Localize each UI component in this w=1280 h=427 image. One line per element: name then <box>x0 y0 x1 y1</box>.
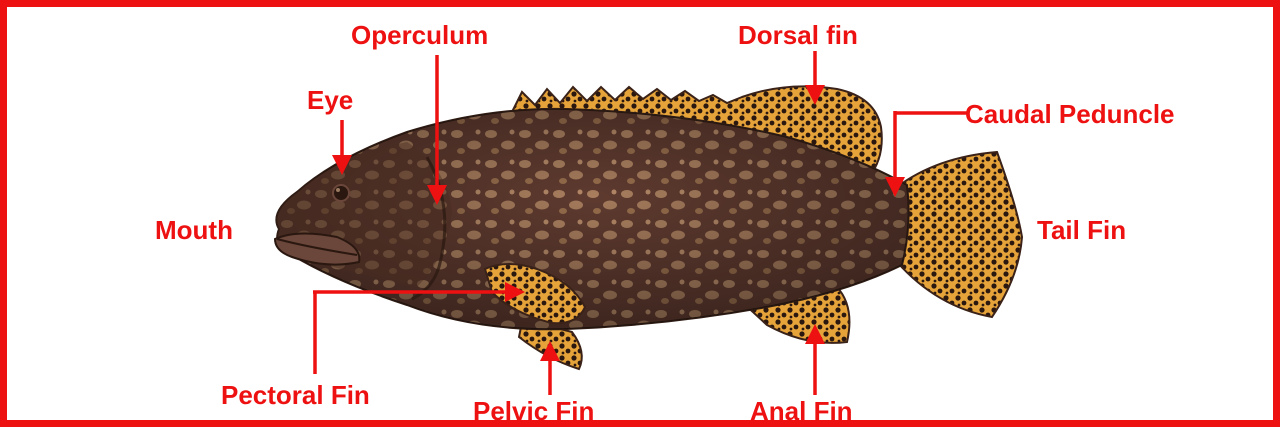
pelvic-fin-label: Pelvic Fin <box>473 396 595 426</box>
pectoral-fin-arrowhead <box>505 282 525 302</box>
eye-arrowhead <box>332 155 352 175</box>
operculum-arrowhead <box>427 185 447 205</box>
caudal-peduncle-label: Caudal Peduncle <box>965 99 1175 129</box>
fish-illustration <box>273 51 1024 395</box>
eye-shape <box>332 184 350 202</box>
tail-fin-shape <box>896 150 1024 319</box>
pectoral-fin-label: Pectoral Fin <box>221 380 370 410</box>
pointer-arrows <box>313 51 967 395</box>
caudal-peduncle-arrowhead <box>885 177 905 197</box>
pectoral-fin-shape <box>483 263 587 325</box>
mouth-label: Mouth <box>155 215 233 245</box>
tail-fin-label: Tail Fin <box>1037 215 1127 245</box>
pelvic-fin-arrowhead <box>540 341 560 361</box>
anal-fin-label: Anal Fin <box>750 396 853 426</box>
eye-label: Eye <box>307 85 354 115</box>
dorsal-fin-label: Dorsal fin <box>738 20 858 50</box>
dorsal-fin-arrowhead <box>805 85 825 105</box>
anal-fin-arrowhead <box>805 324 825 344</box>
operculum-label: Operculum <box>351 20 489 50</box>
